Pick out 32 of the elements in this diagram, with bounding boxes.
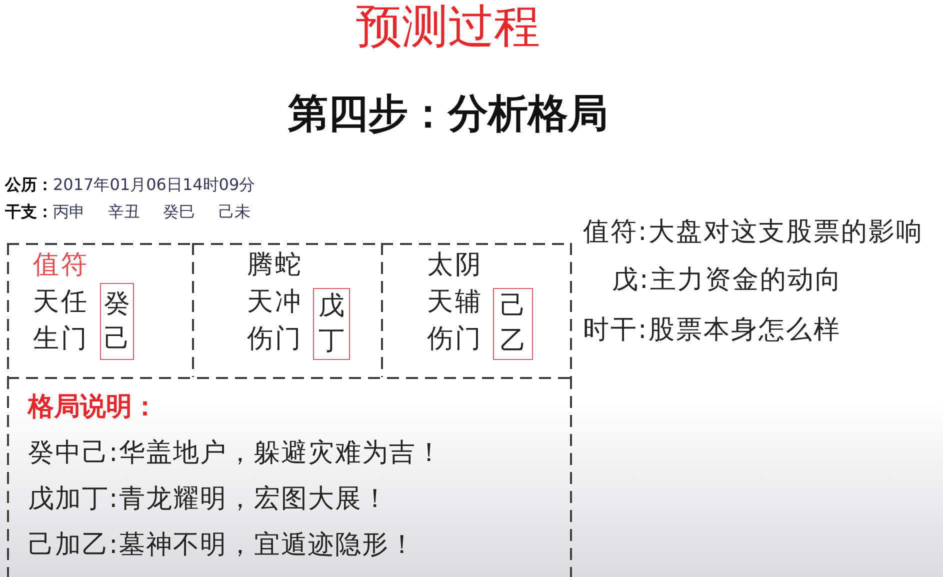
chart-cell [7, 243, 192, 377]
pattern-line: 戊加丁:青龙耀明，宏图大展！ [28, 483, 389, 516]
explanation-panel [7, 377, 572, 577]
cell-heading: 太阴 [427, 249, 483, 282]
date-info-line: 干支：丙申 辛丑 癸巳 己未 [5, 202, 250, 222]
cell-line: 伤门 [427, 323, 483, 356]
cell-line: 生门 [33, 323, 89, 356]
note-line: 时干:股票本身怎么样 [583, 314, 841, 347]
date-info-line: 公历：2017年01月06日14时09分 [5, 175, 256, 195]
stem-box [313, 288, 350, 360]
title: 预测过程 [356, 1, 540, 51]
chart-cell [381, 243, 572, 377]
note-line: 戊:主力资金的动向 [612, 264, 842, 297]
cell-line: 伤门 [247, 323, 303, 356]
stem-char: 戊 [318, 290, 344, 323]
stem-char: 乙 [500, 325, 526, 358]
note-line: 值符:大盘对这支股票的影响 [583, 216, 924, 249]
pattern-line: 己加乙:墓神不明，宜遁迹隐形！ [28, 529, 416, 562]
cell-line: 天任 [33, 286, 89, 319]
stem-char: 己 [500, 290, 526, 323]
cell-heading: 值符 [33, 249, 89, 282]
stem-char: 丁 [318, 325, 344, 358]
cell-line: 天辅 [427, 286, 483, 319]
cell-heading: 腾蛇 [247, 249, 303, 282]
stem-char: 己 [104, 322, 130, 356]
cell-line: 天冲 [247, 286, 303, 319]
panel-heading: 格局说明： [28, 391, 158, 424]
pattern-line: 癸中己:华盖地户，躲避灾难为吉！ [28, 437, 443, 470]
stem-box [100, 283, 134, 360]
stem-box [493, 288, 533, 360]
stem-char: 癸 [104, 288, 130, 320]
subtitle: 第四步：分析格局 [288, 90, 608, 138]
